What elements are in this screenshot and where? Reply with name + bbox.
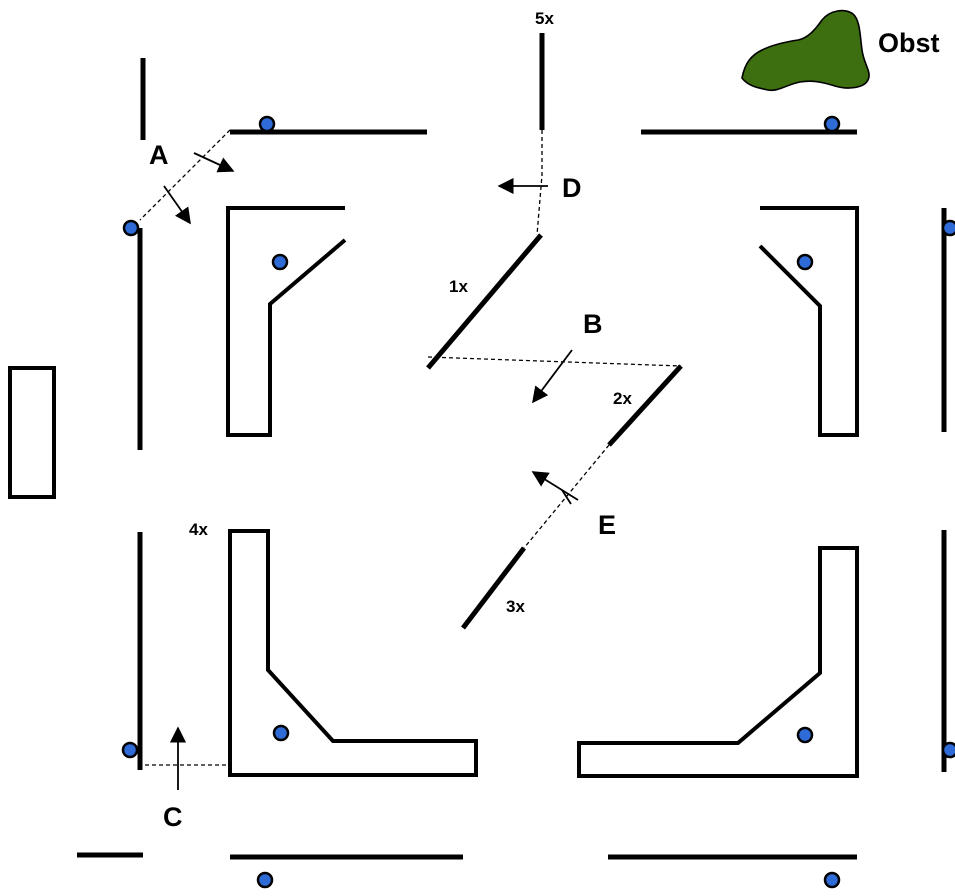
label-d: D <box>562 173 582 203</box>
marker-lower-left-shape <box>272 724 290 742</box>
arrow-e <box>531 471 579 501</box>
wall-diagonal-1x <box>426 233 543 370</box>
marker-right-lower <box>941 741 955 759</box>
dashed-line-b <box>427 356 682 367</box>
marker-top-left <box>258 115 276 133</box>
wall-diagonal-2x <box>607 364 683 447</box>
arrow-a-upper <box>193 152 235 173</box>
lower-left-l-shape <box>228 529 478 777</box>
dashed-line-d <box>536 130 543 236</box>
dashed-line-a <box>139 129 231 221</box>
marker-left-upper <box>122 219 140 237</box>
center-walls <box>426 233 683 630</box>
label-b: B <box>583 309 603 339</box>
marker-bottom-right <box>823 871 841 889</box>
marker-lower-right-shape <box>796 726 814 744</box>
label-c: C <box>163 802 183 832</box>
upper-left-l-shape <box>226 206 347 437</box>
marker-bottom-left <box>256 871 274 889</box>
obstacle-label: Obst <box>878 28 940 58</box>
side-box <box>8 366 56 499</box>
multiplier-3x: 3x <box>506 597 525 616</box>
guide-lines <box>138 129 682 766</box>
direction-arrows <box>163 152 579 790</box>
marker-left-lower <box>121 741 139 759</box>
lower-right-l-shape <box>577 546 859 778</box>
upper-right-l-shape <box>758 206 859 437</box>
tick-e <box>561 489 572 505</box>
corner-shapes <box>8 206 859 778</box>
multiplier-5x: 5x <box>535 9 554 28</box>
arrow-b <box>532 349 573 404</box>
letter-labels: A D B E C <box>149 140 616 832</box>
multiplier-4x: 4x <box>189 520 208 539</box>
label-a: A <box>149 140 169 170</box>
marker-right-upper <box>941 219 955 237</box>
multiplier-2x: 2x <box>613 389 632 408</box>
label-e: E <box>598 510 616 540</box>
multiplier-1x: 1x <box>449 277 468 296</box>
markers <box>121 115 955 889</box>
marker-top-right <box>823 115 841 133</box>
arrow-a-lower <box>163 185 191 225</box>
marker-upper-right-shape <box>796 253 814 271</box>
obstacle-legend: Obst <box>741 9 940 92</box>
boundary-walls <box>77 33 947 860</box>
obstacle-shape <box>741 9 870 92</box>
multiplier-labels: 5x 1x 2x 4x 3x <box>189 9 632 616</box>
marker-upper-left-shape <box>271 253 289 271</box>
wall-diagonal-3x <box>461 546 526 630</box>
